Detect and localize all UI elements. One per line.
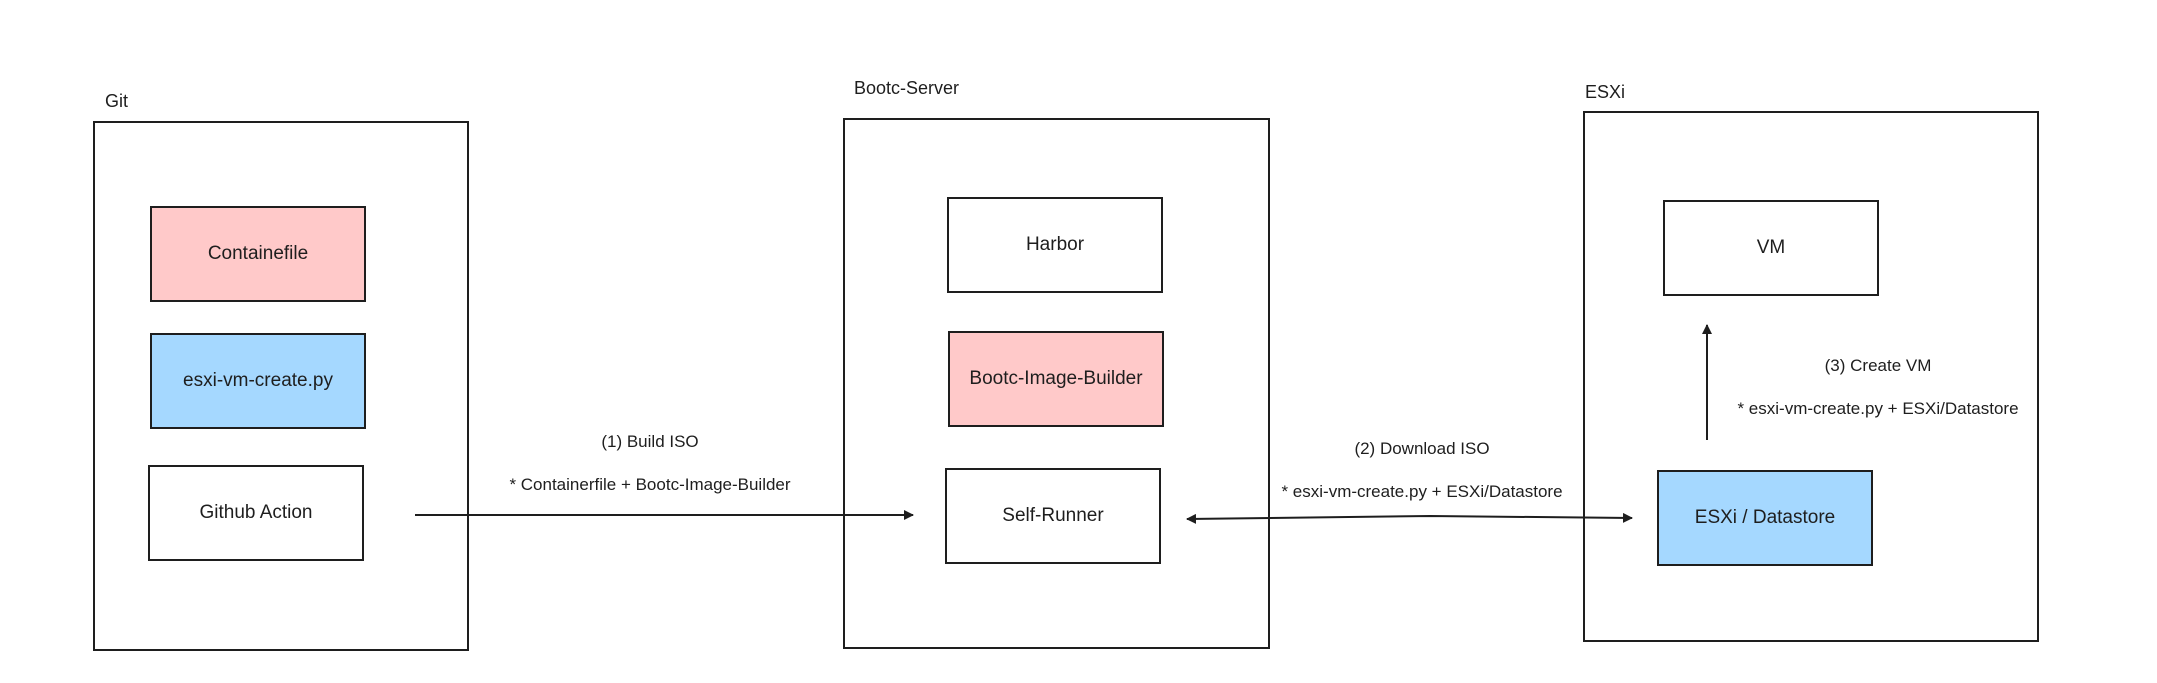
esxi-group-label: ESXi — [1585, 82, 1626, 102]
esxi-datastore-label: ESXi / Datastore — [1694, 507, 1836, 528]
github-action-label: Github Action — [199, 502, 313, 523]
bootc-container — [843, 118, 1270, 649]
create-vm-detail: * esxi-vm-create.py + ESXi/Datastore — [1737, 399, 2019, 418]
git-group-label: Git — [105, 91, 129, 111]
harbor-label: Harbor — [1025, 234, 1085, 255]
build-iso-title: (1) Build ISO — [601, 432, 699, 451]
create-vm-title: (3) Create VM — [1824, 356, 1932, 375]
containerfile-label: Containefile — [207, 243, 309, 264]
bootc-group-label: Bootc-Server — [854, 78, 960, 98]
git-container — [93, 121, 469, 651]
download-iso-detail: * esxi-vm-create.py + ESXi/Datastore — [1281, 482, 1563, 501]
harbor-node: Harbor — [947, 197, 1163, 293]
bootc-image-builder-node: Bootc-Image-Builder — [948, 331, 1164, 427]
esxi-vm-create-node: esxi-vm-create.py — [150, 333, 366, 429]
vm-node: VM — [1663, 200, 1879, 296]
containerfile-node: Containefile — [150, 206, 366, 302]
esxi-datastore-node: ESXi / Datastore — [1657, 470, 1873, 566]
bootc-image-builder-label: Bootc-Image-Builder — [969, 368, 1143, 389]
download-iso-title: (2) Download ISO — [1354, 439, 1490, 458]
vm-label: VM — [1756, 237, 1786, 258]
github-action-node: Github Action — [148, 465, 364, 561]
esxi-vm-create-label: esxi-vm-create.py — [183, 370, 333, 391]
build-iso-detail: * Containerfile + Bootc-Image-Builder — [509, 475, 791, 494]
esxi-container — [1583, 111, 2039, 642]
self-runner-node: Self-Runner — [945, 468, 1161, 564]
download-iso-arrow — [1186, 512, 1633, 524]
self-runner-label: Self-Runner — [1002, 505, 1104, 526]
